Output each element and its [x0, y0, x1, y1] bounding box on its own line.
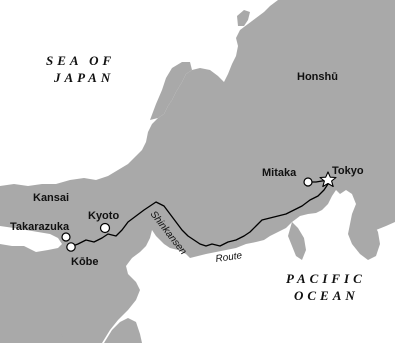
takarazuka-marker: [61, 232, 71, 242]
pacific-ocean-label-line1: PACIFIC: [286, 271, 366, 286]
route-label-route: Route: [215, 250, 243, 265]
takarazuka-label: Takarazuka: [10, 221, 70, 233]
star-icon: [319, 171, 337, 188]
kii-cape: [104, 318, 142, 343]
shikoku-coast: [0, 290, 64, 343]
sado-island: [237, 10, 250, 26]
shinkansen-route-line: [69, 183, 329, 248]
boso-peninsula: [348, 204, 380, 260]
kyoto-label: Kyoto: [88, 210, 119, 222]
mitaka-label: Mitaka: [262, 167, 297, 179]
mitaka-marker: [303, 177, 313, 187]
honshu-label: Honshū: [297, 71, 338, 83]
noto-peninsula: [150, 62, 192, 120]
tokyo-label: Tokyo: [332, 165, 364, 177]
izu-peninsula: [288, 222, 306, 260]
sea-of-japan-label-line1: SEA OF: [46, 53, 115, 68]
kobe-marker: [66, 242, 76, 252]
sea-of-japan-label-line2: JAPAN: [53, 70, 114, 85]
awaji-island: [42, 258, 56, 274]
kyoto-marker: [99, 222, 111, 234]
kansai-label: Kansai: [33, 192, 69, 204]
kobe-label: Kōbe: [71, 256, 99, 268]
pacific-ocean-label-line2: OCEAN: [294, 288, 359, 303]
